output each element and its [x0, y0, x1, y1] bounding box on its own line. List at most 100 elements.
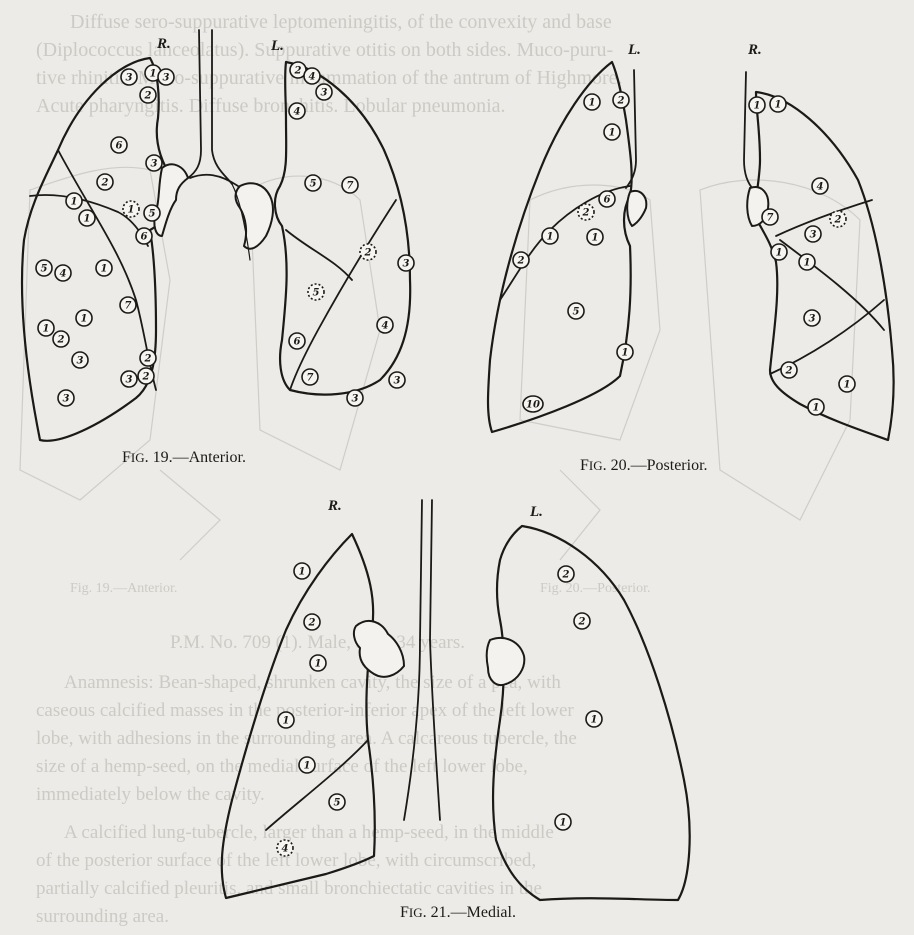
fig19-lesion-number: 6 — [116, 141, 123, 152]
fig21-right-oblique-fissure — [266, 740, 368, 830]
fig19-lesion-marker: 4 — [289, 103, 305, 119]
fig21-lesion-number: 1 — [283, 716, 290, 727]
fig19-lesion-marker: 3 — [158, 69, 174, 85]
fig19-lesion-number: 3 — [77, 356, 84, 367]
fig19-lesion-number: 4 — [309, 72, 316, 83]
fig20-lesion-number: 4 — [817, 182, 824, 193]
fig19-left-oblique-fissure-upper — [286, 230, 352, 280]
fig20-lesion-marker: 7 — [762, 209, 778, 225]
ghost-line-1: Diffuse sero-suppurative leptomeningitis… — [70, 11, 612, 33]
fig21-lesion-number: 1 — [315, 659, 322, 670]
ghost-p1-line4: size of a hemp-seed, on the medial surfa… — [36, 756, 528, 777]
fig19-lesion-marker: 5 — [308, 284, 324, 300]
fig20-lesion-number: 1 — [622, 348, 629, 359]
fig20-lesion-number: 1 — [754, 101, 761, 112]
fig19-lesion-marker: 5 — [305, 175, 321, 191]
fig20-right-lung-outline — [756, 92, 894, 440]
ghost-p1-line1: Anamnesis: Bean-shaped, shrunken cavity,… — [64, 672, 561, 693]
fig20-label-left: L. — [627, 42, 641, 58]
fig19-lesion-marker: 2 — [360, 244, 376, 260]
fig19-lesion-marker: 6 — [136, 228, 152, 244]
fig21-label-right: R. — [327, 498, 342, 514]
fig19-lesion-marker: 3 — [121, 371, 137, 387]
fig19-lesion-number: 1 — [43, 324, 50, 335]
fig21-lesion-marker: 1 — [294, 563, 310, 579]
fig20-lesion-number: 2 — [617, 96, 625, 107]
fig21-trachea-line-2 — [430, 500, 432, 640]
fig20-lesion-marker: 1 — [604, 124, 620, 140]
fig19-lesion-number: 3 — [126, 73, 133, 84]
fig20-lesion-number: 6 — [604, 195, 611, 206]
fig20-left-lung-outline — [488, 62, 632, 432]
fig19-lesion-number: 6 — [294, 337, 301, 348]
fig21-lesion-marker: 5 — [329, 794, 345, 810]
fig19-lesion-number: 4 — [294, 107, 301, 118]
fig19-lesion-number: 4 — [60, 269, 67, 280]
fig21-lesion-number: 1 — [304, 761, 311, 772]
fig21-lesion-marker: 2 — [304, 614, 320, 630]
fig19-lesion-marker: 3 — [121, 69, 137, 85]
fig19-lesion-marker: 3 — [347, 390, 363, 406]
fig21-right-hilum — [354, 621, 404, 677]
fig20-lesion-number: 10 — [526, 400, 540, 411]
fig19-lesion-marker: 3 — [398, 255, 414, 271]
fig21-label-left: L. — [529, 504, 543, 520]
fig20-lesion-marker: 5 — [568, 303, 584, 319]
fig20-lesion-marker: 2 — [613, 92, 629, 108]
fig21-lesion-number: 2 — [578, 617, 586, 628]
fig19-left-hilum — [236, 183, 273, 249]
fig20-lesion-number: 1 — [813, 403, 820, 414]
fig19-lesion-number: 2 — [57, 335, 65, 346]
fig19-lesion-number: 3 — [63, 394, 70, 405]
fig20-lesion-number: 1 — [844, 380, 851, 391]
fig20-lesion-number: 7 — [767, 213, 774, 224]
ghost-fig20-caption: Fig. 20.—Posterior. — [540, 581, 650, 596]
fig19-lesion-marker: 6 — [289, 333, 305, 349]
fig19-lesion-number: 4 — [382, 321, 389, 332]
fig20-lesion-number: 1 — [589, 98, 596, 109]
fig19-lesion-marker: 2 — [140, 350, 156, 366]
fig19-lesion-marker: 1 — [66, 193, 82, 209]
fig19-lesion-number: 2 — [142, 372, 150, 383]
ghost-p1-line2: caseous calcified masses in the posterio… — [36, 700, 574, 721]
fig20-lesion-number: 1 — [609, 128, 616, 139]
fig19-lesion-number: 1 — [101, 264, 108, 275]
fig19-lesion-marker: 4 — [377, 317, 393, 333]
fig19-lesion-number: 7 — [347, 181, 354, 192]
fig21-lesion-marker: 1 — [278, 712, 294, 728]
fig19-lesion-marker: 2 — [140, 87, 156, 103]
fig21-lesion-number: 1 — [560, 818, 567, 829]
fig21-caption: FIG. 21.—Medial. — [400, 904, 516, 921]
fig19-lesion-number: 2 — [144, 354, 152, 365]
ghost-fig19-caption: Fig. 19.—Anterior. — [70, 581, 177, 596]
fig19-lesion-number: 3 — [151, 159, 158, 170]
fig20-lesion-number: 1 — [776, 248, 783, 259]
fig21-lesion-number: 2 — [308, 618, 316, 629]
fig20-lesion-marker: 2 — [781, 362, 797, 378]
fig19-lesion-number: 1 — [84, 214, 91, 225]
fig20-lesion-number: 2 — [582, 208, 590, 219]
ghost-line-4: Acute pharyngitis. Diffuse bronchitis. L… — [36, 95, 506, 117]
fig19-lesion-number: 2 — [144, 91, 152, 102]
fig21-lesion-number: 1 — [591, 715, 598, 726]
fig19-lesion-marker: 4 — [304, 68, 320, 84]
fig21-lesion-marker: 4 — [277, 840, 293, 856]
fig20-lesion-marker: 1 — [617, 344, 633, 360]
fig19-lesion-marker: 5 — [36, 260, 52, 276]
fig21-lesion-marker: 1 — [299, 757, 315, 773]
fig19-lesion-number: 5 — [149, 209, 156, 220]
fig20-lesion-number: 3 — [809, 314, 816, 325]
ghost-p2-line1: A calcified lung-tubercle, larger than a… — [64, 822, 554, 843]
fig19-carina — [190, 175, 238, 186]
fig19-lesion-number: 5 — [310, 179, 317, 190]
fig19-lesion-marker: 2 — [53, 331, 69, 347]
fig21-lesion-number: 2 — [562, 570, 570, 581]
fig19-lesion-marker: 1 — [123, 201, 139, 217]
fig19-lesion-number: 1 — [150, 69, 157, 80]
fig19-lesion-number: 1 — [81, 314, 88, 325]
fig19-lesion-number: 3 — [126, 375, 133, 386]
fig19-lesion-marker: 7 — [302, 369, 318, 385]
fig21-lesion-number: 4 — [282, 844, 289, 855]
